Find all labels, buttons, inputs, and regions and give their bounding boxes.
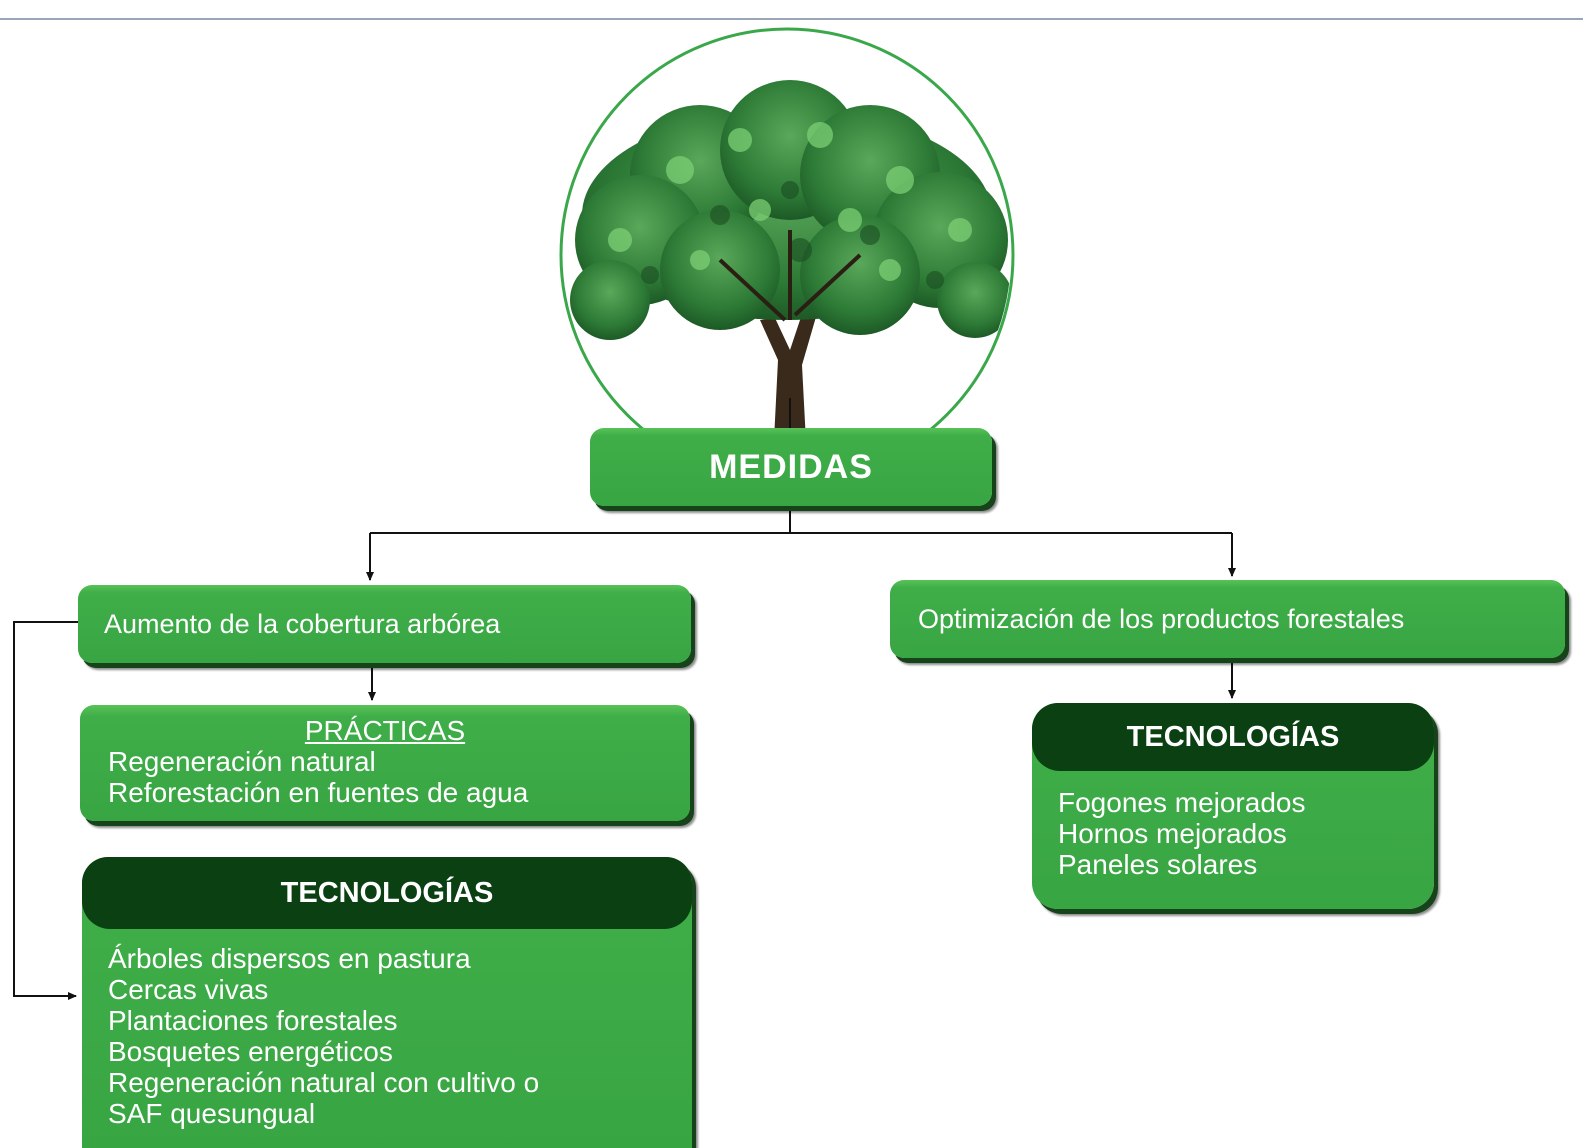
top-divider-line [0,18,1583,20]
measure-tree-cover: Aumento de la cobertura arbórea [78,585,691,663]
technology-item: SAF quesungual [108,1098,316,1129]
technology-item: Fogones mejorados [1058,787,1306,818]
technology-item: Regeneración natural con cultivo o [108,1067,540,1098]
practice-item: Reforestación en fuentes de agua [108,777,529,808]
technology-item: Paneles solares [1058,849,1258,880]
title-arc-text: BOSQUE [564,0,1026,12]
practice-item: Regeneración natural [108,746,376,777]
arrow-to-left-tech [13,621,78,1000]
practices-box: PRÁCTICAS Regeneración natural Reforesta… [80,705,690,821]
technology-item: Árboles dispersos en pastura [108,943,471,974]
measure-forest-products: Optimización de los productos forestales [890,580,1565,658]
technology-item: Hornos mejorados [1058,818,1287,849]
medidas-box: MEDIDAS [590,428,992,506]
technologies-header-right: TECNOLOGÍAS [1032,703,1434,771]
technologies-header-left: TECNOLOGÍAS [82,857,692,929]
practices-header: PRÁCTICAS [304,715,466,746]
tree-emblem [559,27,1015,483]
technology-item: Bosquetes energéticos [108,1036,393,1067]
connectors [13,398,1236,1000]
technology-item: Plantaciones forestales [108,1005,398,1036]
technologies-box-left: TECNOLOGÍAS Árboles dispersos en pastura… [82,857,692,1148]
technology-item: Cercas vivas [108,974,269,1005]
technologies-box-right: TECNOLOGÍAS Fogones mejorados Hornos mej… [1032,703,1434,909]
